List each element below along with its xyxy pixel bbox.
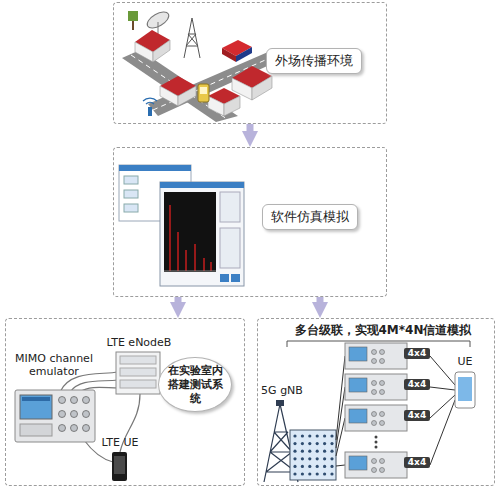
scene-panel: 外场传播环境 <box>113 2 387 124</box>
flow-arrow <box>175 297 182 302</box>
device-label: LTE eNodeB <box>102 336 176 349</box>
device-label: UE <box>450 355 480 368</box>
flow-arrow <box>317 297 324 302</box>
oval-label: 在实验室内搭建测试系统 <box>158 357 232 412</box>
panel-heading: 多台级联，实现4M*4N信道模拟 <box>278 323 488 338</box>
cascade-setup <box>264 341 475 482</box>
device-label: LTE UE <box>92 436 148 449</box>
simulation-panel: 软件仿真模拟 <box>113 147 387 297</box>
tag-label: 软件仿真模拟 <box>262 204 358 230</box>
city-scene <box>122 9 276 122</box>
software-screenshot <box>119 165 244 286</box>
channel-badge: 4x4 <box>404 348 430 359</box>
cascade-panel: 多台级联，实现4M*4N信道模拟 <box>257 318 495 486</box>
flow-arrow <box>247 124 254 131</box>
channel-badge: 4x4 <box>404 457 430 468</box>
device-label: MIMO channel emulator <box>10 352 98 378</box>
channel-badge: 4x4 <box>404 410 430 421</box>
channel-badge: 4x4 <box>404 379 430 390</box>
tag-label: 外场传播环境 <box>266 48 362 74</box>
device-label: 5G gNB <box>256 384 308 397</box>
